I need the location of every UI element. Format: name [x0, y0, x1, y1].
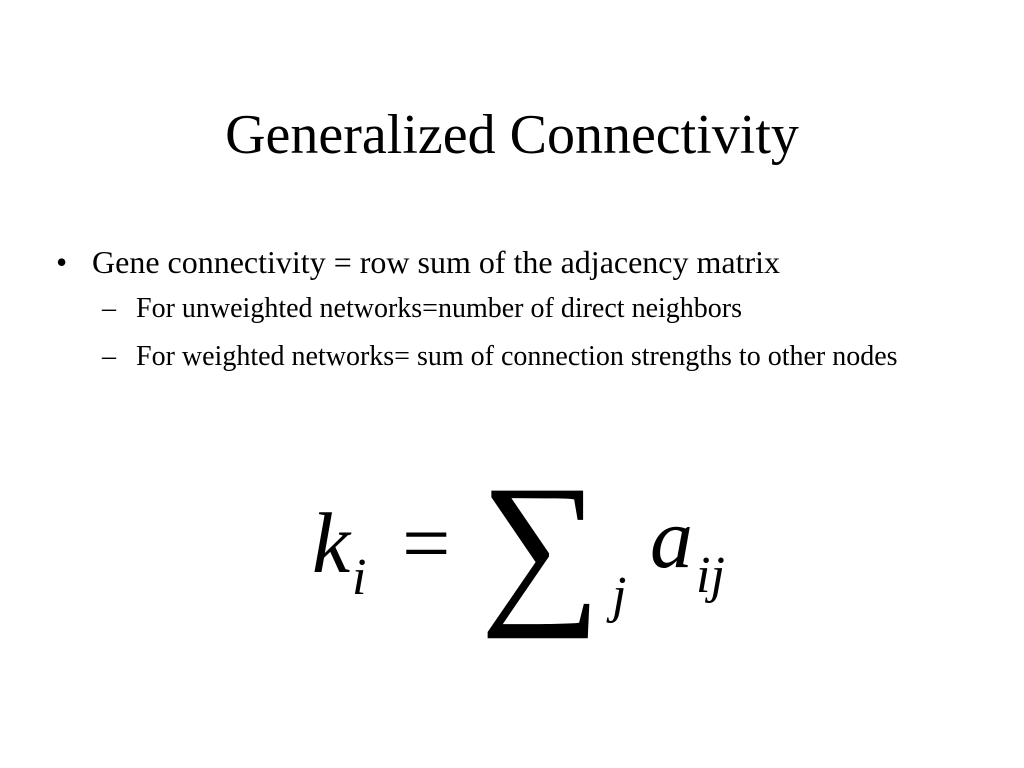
bullet-item: • Gene connectivity = row sum of the adj… — [56, 240, 996, 378]
bullet-text: Gene connectivity = row sum of the adjac… — [92, 244, 781, 280]
bullet-marker: • — [56, 244, 68, 280]
slide-title: Generalized Connectivity — [225, 104, 799, 166]
bullet-list: • Gene connectivity = row sum of the adj… — [56, 240, 996, 384]
sub-bullet-marker: – — [102, 293, 116, 324]
sub-bullet-marker: – — [102, 341, 116, 372]
sub-bullet-item: – For weighted networks= sum of connecti… — [102, 336, 996, 378]
formula-k-subscript: i — [352, 549, 367, 606]
formula-k: k — [312, 495, 351, 591]
formula-equals: = — [402, 495, 451, 591]
sub-bullet-text: For weighted networks= sum of connection… — [136, 341, 898, 372]
formula-sum-symbol: ∑ — [480, 451, 602, 639]
formula-sum-subscript: j — [612, 567, 627, 624]
sub-bullet-item: – For unweighted networks=number of dire… — [102, 288, 996, 330]
formula-a-subscript: ij — [696, 547, 725, 604]
sub-bullet-text: For unweighted networks=number of direct… — [136, 293, 742, 324]
sub-bullet-list: – For unweighted networks=number of dire… — [92, 288, 996, 378]
connectivity-formula: k i = ∑ j a ij — [300, 460, 760, 660]
formula-a: a — [650, 490, 693, 586]
